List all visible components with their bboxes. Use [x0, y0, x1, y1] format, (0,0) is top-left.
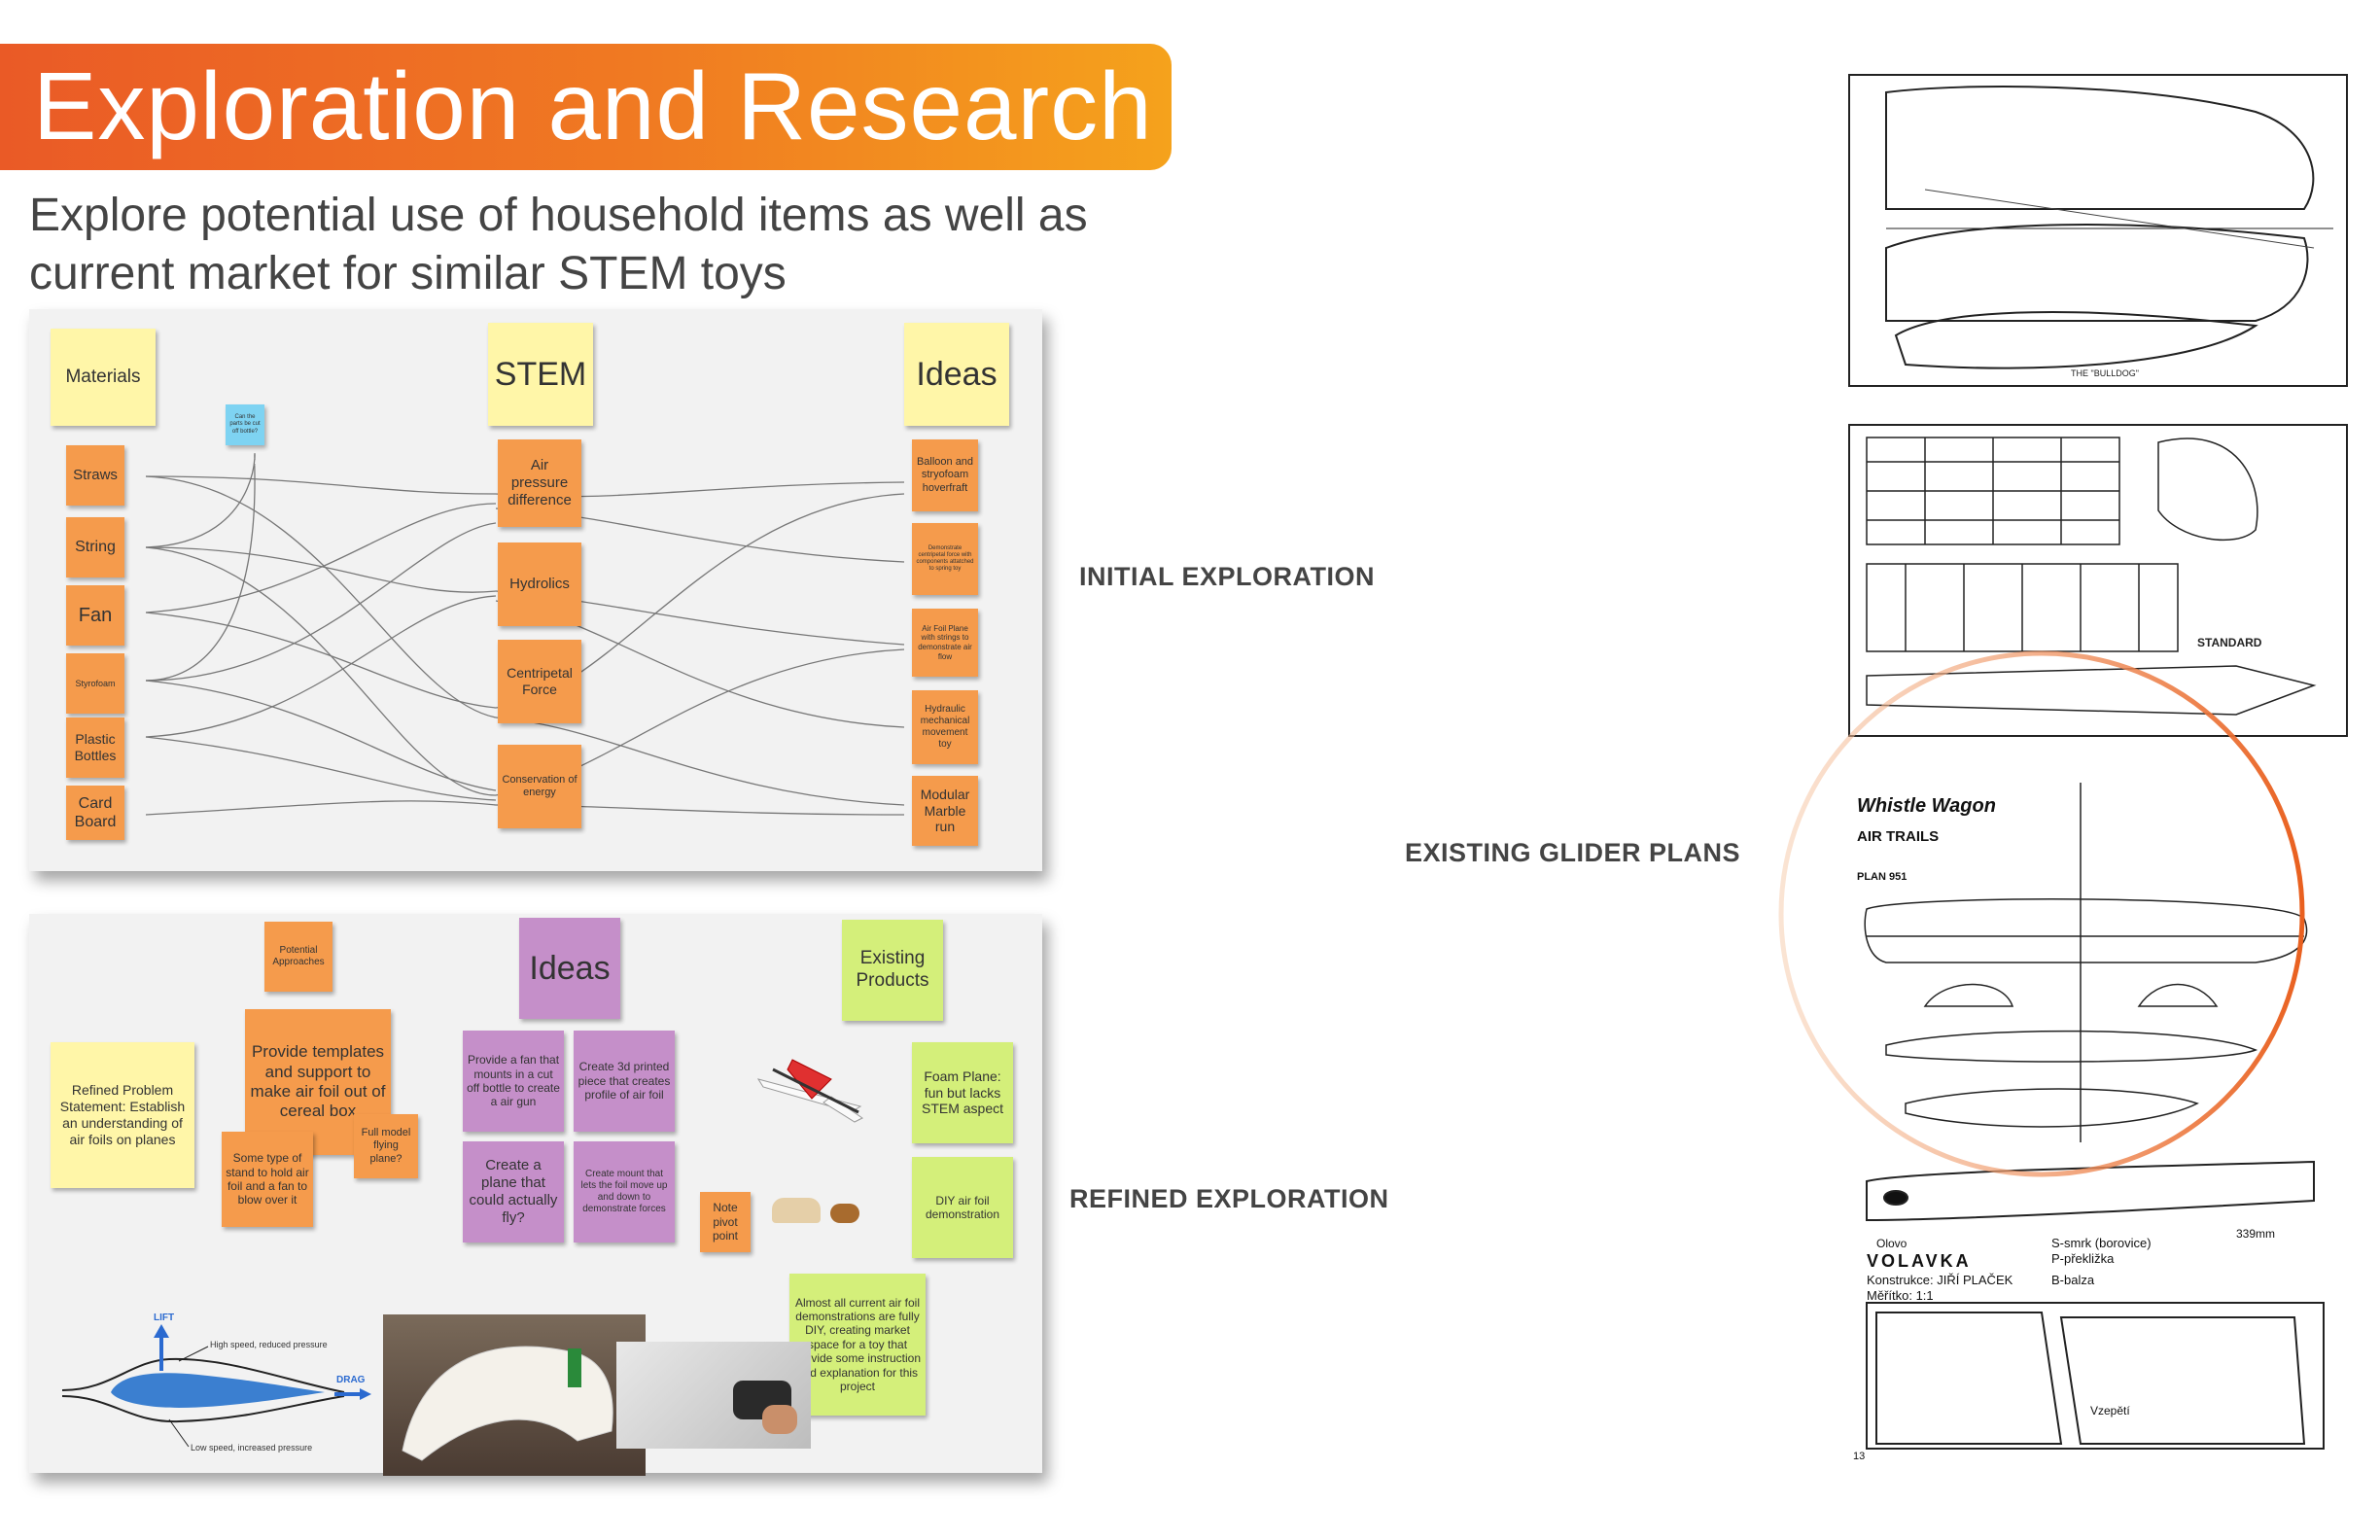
plan-vzepeti: Vzepětí — [2090, 1404, 2130, 1418]
idea-note: Modular Marble run — [912, 776, 978, 846]
connection-lines — [145, 452, 905, 816]
plan-preklizka: P-překližka — [2051, 1251, 2115, 1266]
airfoil-diagram: LIFT DRAG High speed, reduced pressure L… — [61, 1312, 371, 1452]
airfoil-model-photo — [383, 1314, 646, 1476]
plan-number: PLAN 951 — [1857, 871, 1907, 883]
stand-note: Some type of stand to hold air foil and … — [222, 1132, 313, 1227]
idea-note: Hydraulic mechanical movement toy — [912, 690, 978, 764]
header-materials: Materials — [51, 329, 156, 426]
drag-label: DRAG — [336, 1375, 366, 1385]
material-note: Styrofoam — [66, 653, 124, 714]
market-note: Almost all current air foil demonstratio… — [789, 1274, 926, 1416]
idea-3d-note: Create 3d printed piece that creates pro… — [574, 1031, 675, 1132]
mount-photo — [752, 1165, 879, 1258]
low-speed-label: Low speed, increased pressure — [191, 1443, 312, 1452]
stem-note: Hydrolics — [498, 542, 581, 626]
plan-constructor: Konstrukce: JIŘÍ PLAČEK — [1867, 1273, 2013, 1287]
plan-title-whistle-wagon: Whistle Wagon — [1857, 795, 1996, 817]
plan-standard: STANDARD — [1848, 424, 2348, 737]
plan-dimension: 339mm — [2236, 1227, 2275, 1241]
label-initial-exploration: INITIAL EXPLORATION — [1079, 562, 1376, 591]
full-model-note: Full model flying plane? — [354, 1114, 418, 1178]
glider-plans-area: THE "BULLDOG" STANDARD Whistle Wagon AIR… — [1847, 73, 2353, 1473]
foam-plane-note: Foam Plane: fun but lacks STEM aspect — [912, 1042, 1013, 1143]
plan-olovo: Olovo — [1876, 1237, 1908, 1250]
plan-sub-air-trails: AIR TRAILS — [1857, 828, 1939, 845]
material-note: Card Board — [66, 786, 124, 840]
potential-approaches-note: Potential Approaches — [264, 922, 332, 992]
idea-note: Demonstrate centripetal force with compo… — [912, 523, 978, 595]
label-existing-glider-plans: EXISTING GLIDER PLANS — [1405, 838, 1741, 867]
plan-title-volavka: VOLAVKA — [1867, 1251, 1972, 1271]
hand-model-photo — [616, 1342, 811, 1449]
header-stem: STEM — [488, 323, 593, 426]
material-note: String — [66, 517, 124, 578]
existing-products-header-note: Existing Products — [842, 920, 943, 1021]
label-refined-exploration: REFINED EXPLORATION — [1069, 1184, 1389, 1213]
material-note: Straws — [66, 445, 124, 506]
stem-note: Conservation of energy — [498, 745, 581, 828]
foam-plane-image — [756, 1059, 863, 1123]
stem-note: Air pressure difference — [498, 439, 581, 527]
pivot-point-note: Note pivot point — [700, 1192, 751, 1252]
idea-fan-note: Provide a fan that mounts in a cut off b… — [463, 1031, 564, 1132]
plan-scale: Měřítko: 1:1 — [1867, 1288, 1934, 1303]
plan-smrk: S-smrk (borovice) — [2051, 1236, 2152, 1250]
plan-volavka: VOLAVKA Konstrukce: JIŘÍ PLAČEK Měřítko:… — [1849, 1154, 2347, 1465]
plan-bulldog: THE "BULLDOG" — [1848, 74, 2348, 387]
lift-label: LIFT — [154, 1312, 174, 1323]
blue-note: Can the parts be cut off bottle? — [226, 404, 264, 445]
ideas-header-note: Ideas — [519, 918, 620, 1019]
header-ideas: Ideas — [904, 323, 1009, 426]
plan-page-number: 13 — [1853, 1451, 1865, 1462]
diy-foil-note: DIY air foil demonstration — [912, 1157, 1013, 1258]
plan-whistle-wagon: Whistle Wagon AIR TRAILS PLAN 951 — [1849, 775, 2347, 1154]
idea-plane-note: Create a plane that could actually fly? — [463, 1141, 564, 1242]
material-note: Fan — [66, 585, 124, 646]
page-title: Exploration and Research — [33, 52, 1153, 159]
problem-statement-note: Refined Problem Statement: Establish an … — [51, 1042, 194, 1188]
stem-note: Centripetal Force — [498, 640, 581, 723]
plan-balsa: B-balza — [2051, 1273, 2095, 1287]
highlight-circle — [1778, 650, 2305, 1177]
plan-name-standard: STANDARD — [2197, 636, 2262, 649]
idea-note: Balloon and stryofoam hoverfraft — [912, 439, 978, 511]
idea-mount-note: Create mount that lets the foil move up … — [574, 1141, 675, 1242]
material-note: Plastic Bottles — [66, 718, 124, 778]
plan-name-bulldog: THE "BULLDOG" — [2071, 368, 2139, 378]
title-banner — [0, 44, 1172, 170]
refined-exploration-board: Potential Approaches Refined Problem Sta… — [29, 914, 1042, 1476]
idea-note: Air Foil Plane with strings to demonstra… — [912, 609, 978, 677]
page-subtitle: Explore potential use of household items… — [29, 190, 1088, 299]
initial-exploration-board: Materials STEM Ideas Can the parts be cu… — [29, 309, 1042, 871]
high-speed-label: High speed, reduced pressure — [210, 1340, 328, 1349]
